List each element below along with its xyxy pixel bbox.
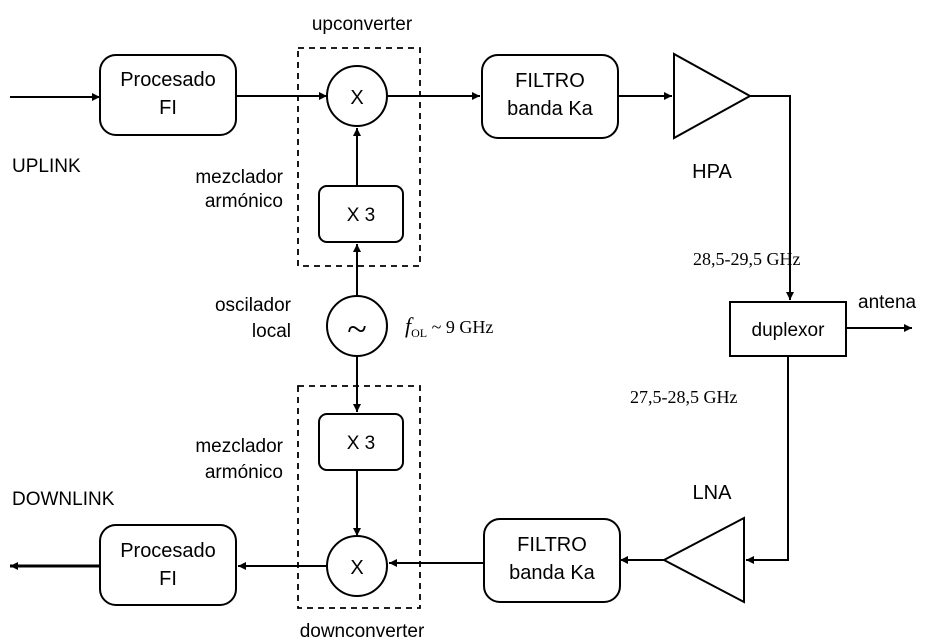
upconverter-label: upconverter	[312, 14, 413, 35]
downlink-label: DOWNLINK	[12, 489, 115, 510]
x3-down-label: X 3	[347, 433, 376, 454]
procesado-fi-down-line1: Procesado	[120, 540, 216, 562]
mezclador-up-line1: mezclador	[195, 167, 283, 188]
procesado-fi-up-line2: FI	[159, 97, 177, 119]
filtro-up-block	[481, 54, 619, 139]
oscilador-line1: oscilador	[215, 295, 292, 316]
fol-sub: OL	[411, 326, 427, 340]
procesado-fi-up-block	[99, 54, 237, 136]
x3-up-label: X 3	[347, 205, 376, 226]
fol-label: fOL ~ 9 GHz	[405, 313, 493, 340]
filtro-down-block	[483, 518, 621, 603]
mezclador-down-line1: mezclador	[195, 436, 283, 457]
downconverter-frame	[297, 385, 421, 609]
filtro-up-line2: banda Ka	[507, 98, 594, 120]
downconverter-label: downconverter	[300, 621, 425, 642]
uplink-label: UPLINK	[12, 156, 81, 177]
oscillator-symbol: ~	[347, 309, 366, 349]
down-mixer-symbol: X	[350, 557, 363, 579]
filtro-down-line1: FILTRO	[517, 534, 587, 556]
antena-label: antena	[858, 292, 917, 313]
lna-label: LNA	[693, 482, 733, 504]
oscilador-line2: local	[252, 321, 291, 342]
mezclador-up-line2: armónico	[205, 191, 283, 212]
up-mixer-symbol: X	[350, 87, 363, 109]
fol-rest: ~ 9 GHz	[427, 317, 493, 337]
x3-multiplier-up	[318, 185, 404, 243]
lna-amplifier	[661, 516, 745, 604]
freq-up-label: 28,5-29,5 GHz	[693, 249, 800, 269]
procesado-fi-up-line1: Procesado	[120, 69, 216, 91]
fol-f: f	[405, 313, 414, 338]
hpa-label: HPA	[692, 161, 732, 183]
procesado-fi-down-line2: FI	[159, 568, 177, 590]
duplexor-label: duplexor	[752, 320, 826, 341]
upconverter-frame	[297, 47, 421, 267]
mezclador-down-line2: armónico	[205, 462, 283, 483]
x3-multiplier-down	[318, 413, 404, 471]
duplexor-block	[729, 301, 847, 357]
arrow-duplexor-to-lna	[746, 356, 789, 564]
procesado-fi-down-block	[99, 524, 237, 606]
arrow-hpa-to-duplexor	[750, 95, 794, 300]
freq-down-label: 27,5-28,5 GHz	[630, 387, 737, 407]
filtro-up-line1: FILTRO	[515, 70, 585, 92]
hpa-amplifier	[673, 52, 753, 140]
filtro-down-line2: banda Ka	[509, 562, 596, 584]
